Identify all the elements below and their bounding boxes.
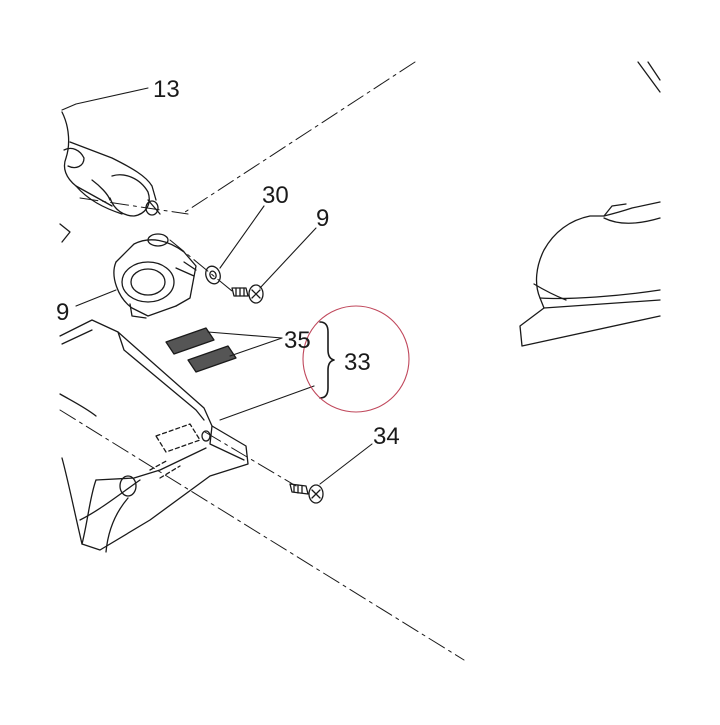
callout-13: 13 xyxy=(153,76,180,103)
handle-part xyxy=(59,111,161,243)
callout-9-clip: 9 xyxy=(56,299,69,326)
callout-35: 35 xyxy=(284,327,311,354)
callout-33: 33 xyxy=(344,349,371,376)
leader-lines xyxy=(61,87,373,485)
base-cover xyxy=(59,319,249,553)
callout-9-screw: 9 xyxy=(316,205,329,232)
callout-34: 34 xyxy=(373,423,400,450)
screw-lower xyxy=(289,483,324,504)
group-brace xyxy=(319,321,335,399)
felt-pads xyxy=(165,327,237,373)
callout-labels: 13 30 9 9 35 33 34 xyxy=(56,76,400,450)
screw-upper xyxy=(231,284,264,304)
highlight-circle xyxy=(302,305,410,413)
housing-part-right xyxy=(519,61,661,347)
callout-30: 30 xyxy=(262,182,289,209)
washer xyxy=(205,265,221,285)
clip-bracket xyxy=(113,233,197,319)
centerlines xyxy=(59,61,465,661)
